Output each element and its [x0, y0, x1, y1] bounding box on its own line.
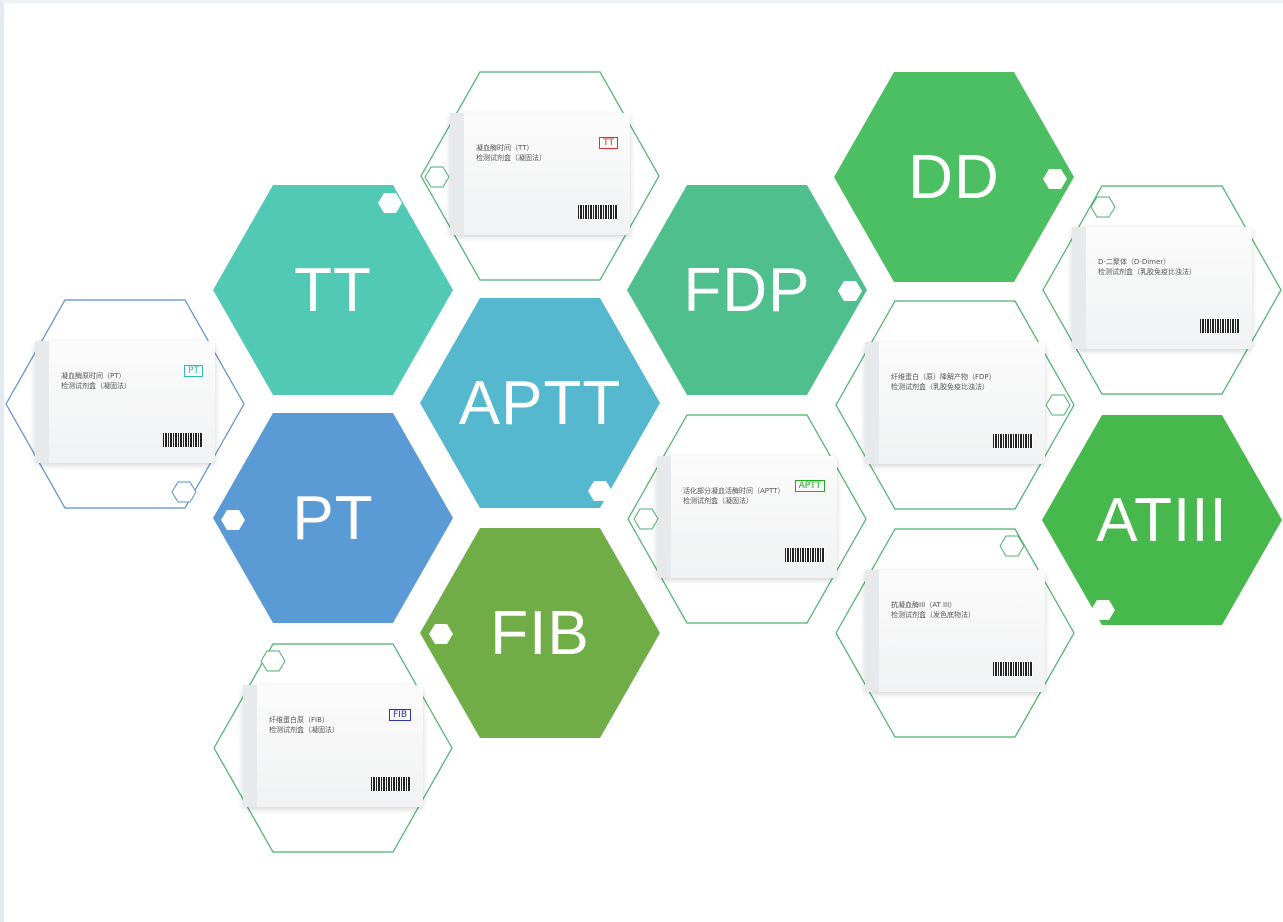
barcode: [371, 777, 411, 791]
product-name: 纤维蛋白原（FIB）: [269, 716, 329, 724]
product-badge: APTT: [794, 480, 825, 492]
hex-pt: PT: [213, 413, 453, 623]
product-name: 活化部分凝血活酶时间（APTT）: [683, 487, 785, 495]
hexagon-marker-icon: [999, 535, 1025, 557]
hexagon-marker-icon: [1090, 196, 1116, 218]
hex-fib: FIB: [420, 528, 660, 738]
hexagon-marker-icon: [221, 510, 245, 530]
hex-label: PT: [292, 483, 374, 553]
product-method: 检测试剂盒（乳胶免疫比浊法）: [891, 383, 989, 391]
product-method: 检测试剂盒（凝固法）: [476, 154, 546, 162]
product-hex-tt: 凝血酶时间（TT） 检测试剂盒（凝固法） TT: [420, 71, 660, 281]
hex-tt: TT: [213, 185, 453, 395]
barcode: [993, 662, 1033, 676]
product-name: D-二聚体（D-Dimer）: [1098, 258, 1171, 266]
hex-label: FIB: [490, 598, 590, 668]
barcode: [578, 205, 618, 219]
hexagon-marker-icon: [1045, 394, 1071, 416]
product-badge: PT: [184, 365, 203, 377]
hex-label: TT: [294, 255, 372, 325]
hexagon-marker-icon: [260, 650, 286, 672]
barcode: [163, 433, 203, 447]
hexagon-marker-icon: [378, 193, 402, 213]
product-name: 纤维蛋白（原）降解产物（FDP）: [891, 373, 996, 381]
barcode: [1200, 319, 1240, 333]
product-method: 检测试剂盒（凝固法）: [61, 382, 131, 390]
hexagon-marker-icon: [424, 166, 450, 188]
product-name: 凝血酶时间（TT）: [476, 144, 534, 152]
hexagon-marker-icon: [1043, 169, 1067, 189]
product-hex-aptt: 活化部分凝血活酶时间（APTT） 检测试剂盒（凝固法） APTT: [627, 414, 867, 624]
hexagon-marker-icon: [838, 281, 862, 301]
hex-label: FDP: [683, 255, 811, 325]
hex-label: ATIII: [1096, 485, 1228, 555]
hexagon-marker-icon: [633, 508, 659, 530]
hex-dd: DD: [834, 72, 1074, 282]
hex-atiii: ATIII: [1042, 415, 1282, 625]
product-hex-pt: 凝血酶原时间（PT） 检测试剂盒（凝固法） PT: [5, 299, 245, 509]
product-hex-fib: 纤维蛋白原（FIB） 检测试剂盒（凝固法） FIB: [213, 643, 453, 853]
hex-label: APTT: [458, 368, 622, 438]
product-badge: FIB: [388, 709, 411, 721]
hexagon-marker-icon: [429, 624, 453, 644]
product-hex-dd: D-二聚体（D-Dimer） 检测试剂盒（乳胶免疫比浊法）: [1042, 185, 1282, 395]
product-badge: TT: [599, 137, 618, 149]
product-method: 检测试剂盒（凝固法）: [683, 497, 753, 505]
product-box: D-二聚体（D-Dimer） 检测试剂盒（乳胶免疫比浊法）: [1072, 227, 1252, 349]
product-box: 纤维蛋白原（FIB） 检测试剂盒（凝固法） FIB: [243, 685, 423, 807]
product-box: 凝血酶时间（TT） 检测试剂盒（凝固法） TT: [450, 113, 630, 235]
barcode: [993, 434, 1033, 448]
product-hex-atiii: 抗凝血酶III（AT III） 检测试剂盒（发色底物法）: [835, 528, 1075, 738]
product-box: 活化部分凝血活酶时间（APTT） 检测试剂盒（凝固法） APTT: [657, 456, 837, 578]
product-hex-fdp: 纤维蛋白（原）降解产物（FDP） 检测试剂盒（乳胶免疫比浊法）: [835, 300, 1075, 510]
product-name: 抗凝血酶III（AT III）: [891, 601, 957, 609]
hex-fdp: FDP: [627, 185, 867, 395]
hexagon-marker-icon: [588, 481, 612, 501]
hex-label: DD: [908, 142, 1000, 212]
product-box: 抗凝血酶III（AT III） 检测试剂盒（发色底物法）: [865, 570, 1045, 692]
product-method: 检测试剂盒（发色底物法）: [891, 611, 975, 619]
product-method: 检测试剂盒（乳胶免疫比浊法）: [1098, 268, 1196, 276]
product-name: 凝血酶原时间（PT）: [61, 372, 126, 380]
barcode: [785, 548, 825, 562]
product-method: 检测试剂盒（凝固法）: [269, 726, 339, 734]
product-box: 凝血酶原时间（PT） 检测试剂盒（凝固法） PT: [35, 341, 215, 463]
hexagon-marker-icon: [171, 481, 197, 503]
product-box: 纤维蛋白（原）降解产物（FDP） 检测试剂盒（乳胶免疫比浊法）: [865, 342, 1045, 464]
hexagon-marker-icon: [1091, 600, 1115, 620]
hex-aptt: APTT: [420, 298, 660, 508]
